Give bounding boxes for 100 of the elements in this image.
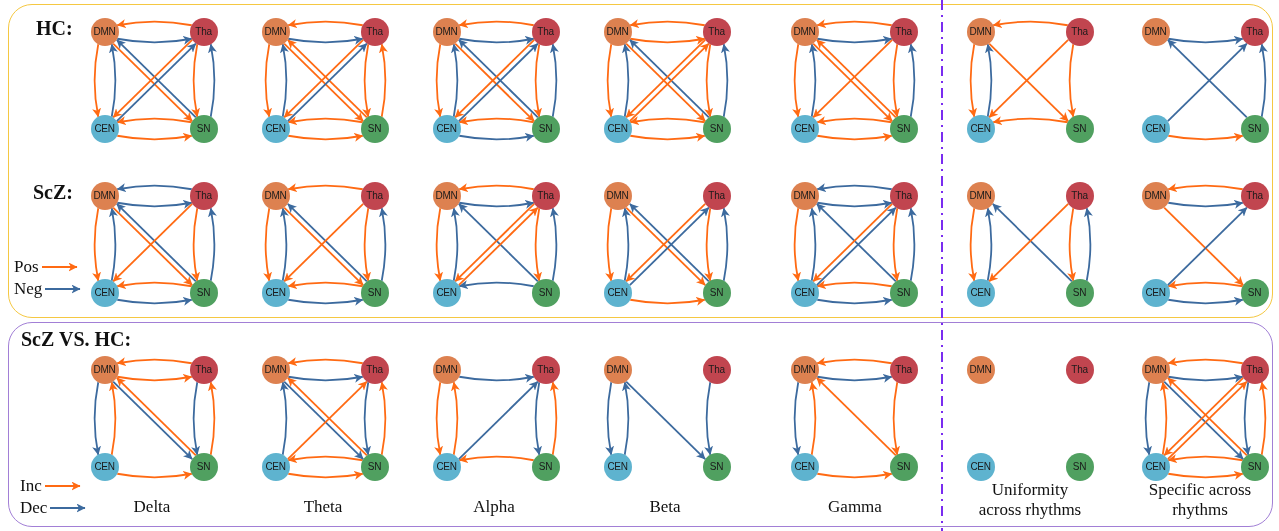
arrow	[116, 19, 193, 29]
node-circle: CEN	[966, 114, 995, 143]
arrow	[621, 43, 631, 118]
column-label: Theta	[302, 497, 344, 517]
arrow	[816, 373, 893, 383]
node-circle: SN	[189, 278, 218, 307]
arrow	[1067, 43, 1077, 118]
arrow	[720, 207, 730, 282]
legend-label: Inc	[20, 476, 42, 496]
node-circle: Tha	[702, 17, 731, 46]
node-circle: CEN	[603, 452, 632, 481]
node-circle: Tha	[1240, 181, 1269, 210]
arrow	[891, 207, 901, 282]
node-circle: CEN	[432, 278, 461, 307]
arrow	[207, 43, 217, 118]
arrow	[907, 43, 917, 118]
arrow	[116, 357, 193, 367]
arrow	[1167, 470, 1244, 480]
group-panel	[8, 322, 1273, 527]
arrow	[815, 377, 897, 457]
node-circle: Tha	[189, 17, 218, 46]
arrow	[549, 381, 559, 456]
node-circle: SN	[889, 114, 918, 143]
node-circle: DMN	[90, 355, 119, 384]
arrow	[92, 381, 102, 456]
node-circle: Tha	[1240, 355, 1269, 384]
arrow	[984, 43, 994, 118]
arrow	[263, 207, 273, 282]
node-circle: SN	[1240, 452, 1269, 481]
legend-label: Dec	[20, 498, 48, 518]
node-circle: CEN	[603, 278, 632, 307]
arrow	[116, 132, 193, 142]
node-circle: CEN	[790, 278, 819, 307]
arrow	[116, 470, 193, 480]
arrow	[816, 116, 893, 126]
node-circle: DMN	[432, 355, 461, 384]
arrow	[533, 381, 543, 456]
arrow	[458, 116, 535, 126]
arrow	[816, 199, 893, 209]
arrow	[621, 381, 631, 456]
group-panel	[8, 4, 1273, 318]
node-circle: DMN	[261, 181, 290, 210]
group-heading: ScZ VS. HC:	[21, 328, 132, 351]
node-circle: SN	[189, 452, 218, 481]
arrow	[108, 207, 118, 282]
arrow	[92, 207, 102, 282]
node-circle: Tha	[360, 355, 389, 384]
arrow	[816, 280, 893, 290]
arrow	[207, 207, 217, 282]
arrow	[792, 207, 802, 282]
arrow	[629, 132, 706, 142]
arrow	[191, 381, 201, 456]
arrow	[458, 35, 535, 45]
arrow	[816, 132, 893, 142]
column-label: Uniformity across rhythms	[977, 480, 1083, 520]
node-circle: SN	[531, 278, 560, 307]
column-label: Gamma	[827, 497, 883, 517]
node-circle: Tha	[889, 17, 918, 46]
arrow	[720, 43, 730, 118]
node-circle: Tha	[531, 181, 560, 210]
arrow	[605, 207, 615, 282]
node-circle: DMN	[90, 17, 119, 46]
arrow	[792, 381, 802, 456]
arrow	[1167, 373, 1244, 383]
node-circle: CEN	[261, 452, 290, 481]
arrow	[629, 35, 706, 45]
arrow	[891, 43, 901, 118]
node-circle: CEN	[1141, 114, 1170, 143]
arrow	[816, 19, 893, 29]
node-circle: Tha	[189, 355, 218, 384]
arrow	[362, 43, 372, 118]
arrow	[1242, 381, 1252, 456]
node-circle: DMN	[603, 17, 632, 46]
arrow	[434, 207, 444, 282]
arrow	[1167, 199, 1244, 209]
arrow	[533, 43, 543, 118]
node-circle: DMN	[790, 355, 819, 384]
node-circle: SN	[531, 452, 560, 481]
node-circle: CEN	[90, 114, 119, 143]
arrow	[907, 207, 917, 282]
legend-label: Neg	[14, 279, 43, 299]
node-circle: CEN	[1141, 452, 1170, 481]
arrow	[792, 43, 802, 118]
arrow	[605, 43, 615, 118]
node-circle: SN	[1065, 452, 1094, 481]
node-circle: SN	[1240, 114, 1269, 143]
node-circle: Tha	[702, 355, 731, 384]
node-circle: DMN	[432, 181, 461, 210]
column-label: Beta	[648, 497, 682, 517]
arrow	[92, 43, 102, 118]
arrow	[968, 43, 978, 118]
arrow	[434, 43, 444, 118]
node-circle: SN	[360, 452, 389, 481]
node-circle: Tha	[1065, 181, 1094, 210]
arrow	[458, 454, 535, 464]
node-circle: CEN	[966, 452, 995, 481]
node-circle: DMN	[1141, 181, 1170, 210]
node-circle: CEN	[790, 114, 819, 143]
arrow	[1167, 454, 1244, 464]
arrow	[992, 116, 1069, 126]
